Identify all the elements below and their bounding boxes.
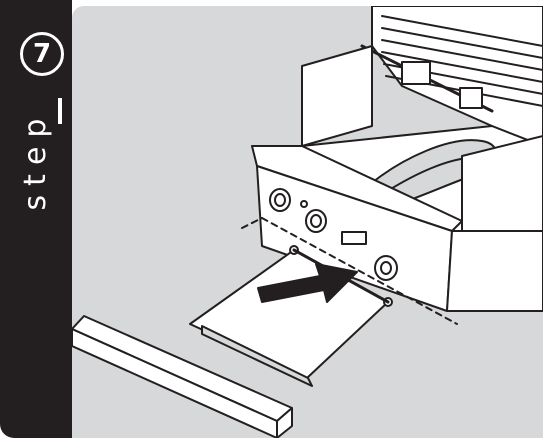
step-label: step (18, 109, 53, 211)
illustration-panel (72, 6, 543, 438)
rotisserie-rod (360, 44, 494, 113)
step-number-badge: 7 (20, 32, 64, 76)
drip-tray-handle (72, 315, 293, 438)
step-number: 7 (32, 39, 52, 69)
tray-slot-guide (241, 217, 458, 325)
control-knobs (269, 188, 398, 281)
step-sidebar: 7 step (0, 0, 72, 438)
grill-drip-tray-illustration (72, 6, 543, 438)
step-underline-mark (58, 98, 62, 124)
push-arrow-icon (257, 263, 358, 303)
